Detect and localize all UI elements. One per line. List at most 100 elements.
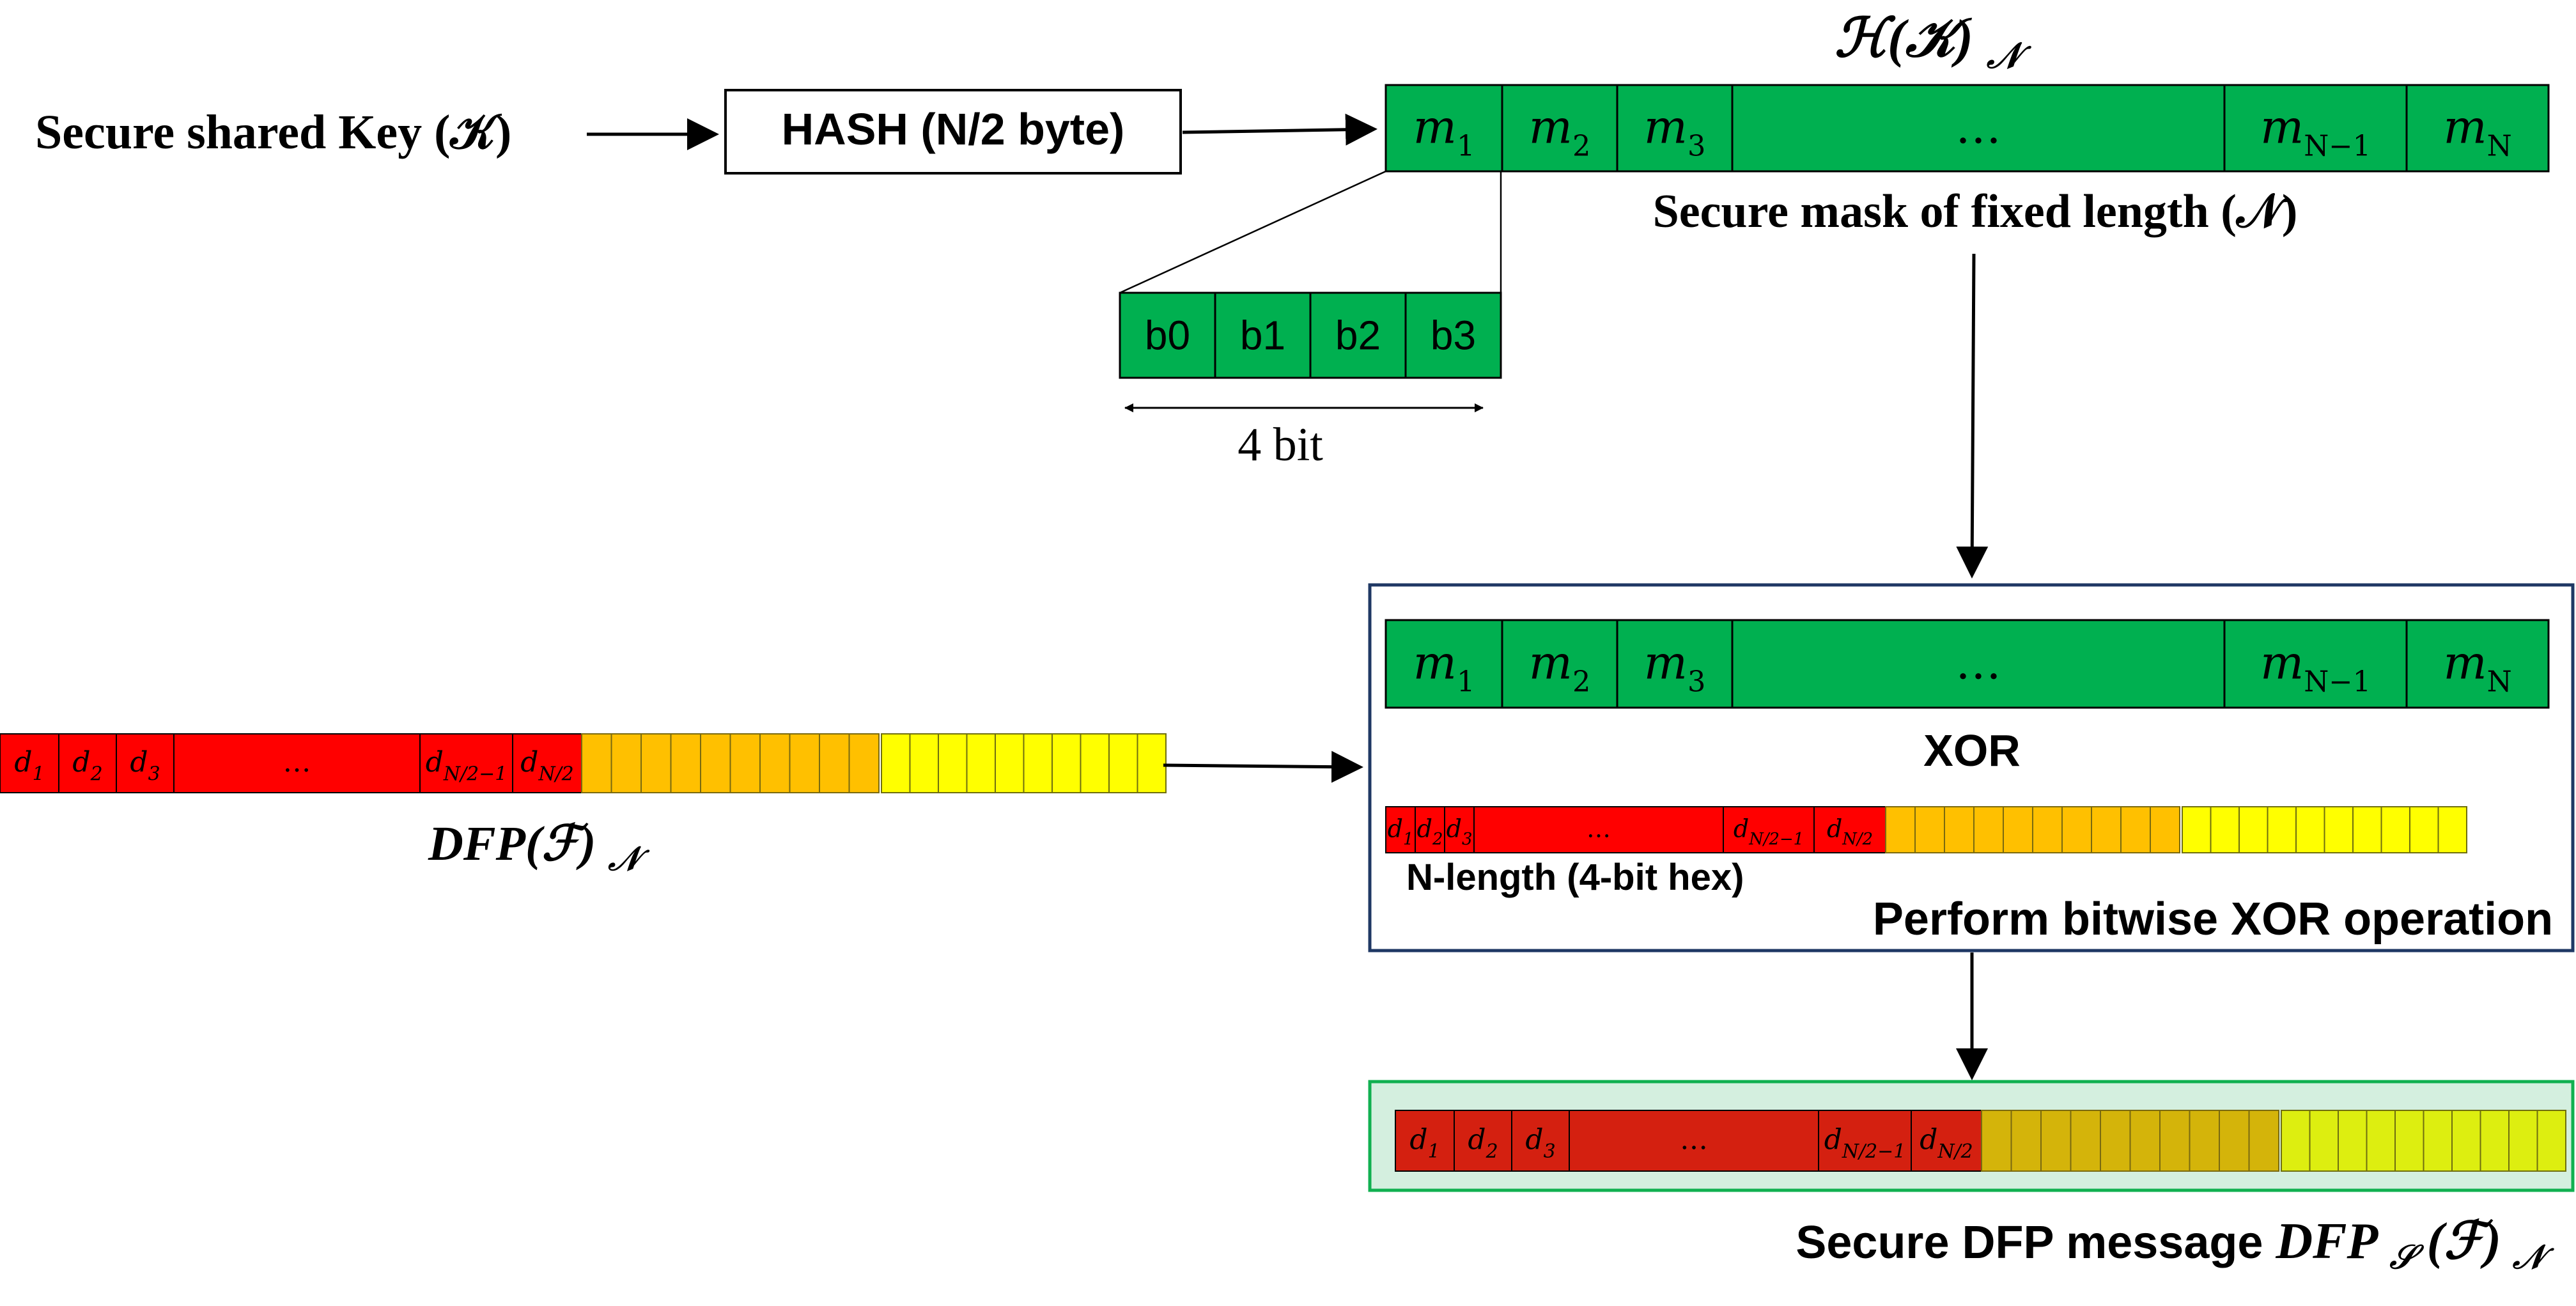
bit-width-label: 4 bit bbox=[1238, 419, 1323, 471]
xor-dfp-cell-sub: 2 bbox=[1432, 830, 1443, 849]
dfp-red-cell-label: d1 bbox=[14, 746, 44, 785]
xor-mask-cell-main: m bbox=[1529, 636, 1572, 690]
secure-dfp-yellow-cell bbox=[2536, 1110, 2566, 1172]
secure-caption-sub-n: 𝒩 bbox=[2512, 1240, 2555, 1276]
secure-dfp-orange-cell bbox=[2100, 1110, 2131, 1172]
dfp-red-cell-label: … bbox=[283, 746, 311, 779]
xor-mask-cell-label: mN−1 bbox=[2260, 636, 2371, 699]
dfp-cell-main: d bbox=[130, 746, 148, 779]
mask-cell bbox=[2223, 84, 2408, 173]
xor-dfp-orange-cell bbox=[2061, 806, 2092, 853]
xor-dfp-yellow-cell bbox=[2437, 806, 2467, 853]
xor-mask-cell-sub: 2 bbox=[1572, 665, 1590, 699]
secure-dfp-red-cell bbox=[1511, 1110, 1570, 1172]
xor-dfp-cell-main: d bbox=[1417, 814, 1432, 843]
dfp-cell-sub: 2 bbox=[90, 763, 103, 785]
mask-cell-label: mN−1 bbox=[2260, 100, 2371, 163]
secure-dfp-cell-sub: 1 bbox=[1428, 1140, 1440, 1163]
xor-dfp-cell-main: d bbox=[1388, 814, 1403, 843]
secure-dfp-red-cell-label: dN/2 bbox=[1920, 1124, 1973, 1163]
xor-mask-cell bbox=[1501, 619, 1618, 709]
mask-cell bbox=[1385, 84, 1503, 173]
dfp-yellow-cell bbox=[1137, 733, 1167, 793]
secure-dfp-red-cell-label: dN/2−1 bbox=[1824, 1124, 1906, 1163]
secure-dfp-orange-cell bbox=[2129, 1110, 2161, 1172]
xor-dfp-yellow-cell bbox=[2295, 806, 2325, 853]
dfp-red-cell bbox=[116, 733, 175, 793]
dfp-orange-cell bbox=[729, 733, 761, 793]
secure-dfp-red-cell bbox=[1569, 1110, 1819, 1172]
bit-cell-label: b1 bbox=[1240, 313, 1285, 359]
xor-dfp-yellow-cell bbox=[2182, 806, 2212, 853]
dfp-yellow-cell bbox=[909, 733, 939, 793]
dfp-cell-main: d bbox=[520, 746, 538, 779]
dfp-red-cell-label: d3 bbox=[130, 746, 160, 785]
secure-dfp-cell-main: … bbox=[1680, 1124, 1708, 1156]
bit-cell-label: b3 bbox=[1431, 313, 1476, 359]
secure-dfp-yellow-cell bbox=[2309, 1110, 2339, 1172]
dfp-yellow-cell bbox=[1023, 733, 1053, 793]
zoom-line-left bbox=[1119, 170, 1386, 294]
xor-dfp-cell-main: d bbox=[1734, 814, 1749, 843]
mask-title-main: ℋ(𝒦) bbox=[1835, 9, 1973, 68]
xor-dfp-cell-sub: 1 bbox=[1403, 830, 1413, 849]
dfp-orange-cell bbox=[789, 733, 820, 793]
secure-dfp-red-cell bbox=[1911, 1110, 1982, 1172]
secure-dfp-orange-cell bbox=[2159, 1110, 2191, 1172]
secure-dfp-red-cell-label: … bbox=[1680, 1124, 1708, 1156]
secure-shared-key-label: Secure shared Key (𝒦) bbox=[35, 105, 511, 159]
mask-cell-main: m bbox=[1644, 100, 1688, 154]
xor-dfp-yellow-cell bbox=[2210, 806, 2240, 853]
secure-dfp-orange-cell bbox=[2070, 1110, 2101, 1172]
xor-dfp-orange-cell bbox=[1885, 806, 1916, 853]
secure-dfp-cell-main: d bbox=[1824, 1124, 1842, 1156]
secure-dfp-cell-sub: 3 bbox=[1544, 1140, 1556, 1163]
xor-mask-cell-sub: N bbox=[2487, 665, 2512, 699]
dfp-orange-cell bbox=[848, 733, 880, 793]
secure-caption: Secure DFP message DFP 𝒮 (ℱ) 𝒩 bbox=[1796, 1213, 2555, 1279]
hash-to-mask-arrow bbox=[1182, 113, 1377, 146]
dfp-cell-main: d bbox=[72, 746, 90, 779]
xor-dfp-red-cell bbox=[1813, 806, 1886, 853]
dfp-yellow-cell bbox=[1051, 733, 1082, 793]
mask-cell bbox=[1731, 84, 2226, 173]
xor-dfp-cell-main: d bbox=[1447, 814, 1462, 843]
dfp-orange-cell bbox=[759, 733, 791, 793]
secure-dfp-cell-sub: N/2 bbox=[1937, 1140, 1973, 1163]
xor-dfp-yellow-cell bbox=[2352, 806, 2382, 853]
mask-title: ℋ(𝒦) 𝒩 bbox=[1835, 9, 2032, 76]
xor-dfp-cell-sub: N/2 bbox=[1842, 830, 1873, 849]
xor-dfp-red-cell-label: d1 bbox=[1388, 814, 1414, 848]
secure-dfp-orange-cell bbox=[2040, 1110, 2072, 1172]
dfp-orange-cell bbox=[610, 733, 642, 793]
secure-dfp-red-cell bbox=[1454, 1110, 1512, 1172]
mask-cell-main: … bbox=[1955, 100, 2001, 154]
secure-dfp-cell-main: d bbox=[1525, 1124, 1543, 1156]
xor-dfp-yellow-cell bbox=[2409, 806, 2439, 853]
dfp-label-sub: 𝒩 bbox=[607, 841, 650, 878]
secure-dfp-cell-main: d bbox=[1920, 1124, 1937, 1156]
secure-dfp-cell-main: d bbox=[1468, 1124, 1486, 1156]
dfp-red-cell bbox=[512, 733, 582, 793]
dfp-cell-sub: 3 bbox=[148, 763, 160, 785]
mask-cell-label: m2 bbox=[1529, 100, 1591, 163]
mask-cell-main: m bbox=[1529, 100, 1572, 154]
dfp-cell-main: d bbox=[14, 746, 32, 779]
secure-dfp-red-cell bbox=[1395, 1110, 1455, 1172]
xor-dfp-cell-sub: 3 bbox=[1462, 830, 1472, 849]
xor-dfp-red-cell-label: d2 bbox=[1417, 814, 1443, 848]
dfp-red-cell bbox=[419, 733, 513, 793]
xor-mask-cell-sub: 1 bbox=[1457, 665, 1475, 699]
secure-dfp-cell-sub: N/2−1 bbox=[1842, 1140, 1905, 1163]
dfp-to-xor-arrow bbox=[1163, 750, 1363, 783]
dfp-orange-cell bbox=[640, 733, 672, 793]
dfp-yellow-cell bbox=[995, 733, 1025, 793]
dfp-orange-cell bbox=[700, 733, 731, 793]
secure-dfp-yellow-cell bbox=[2394, 1110, 2425, 1172]
secure-dfp-orange-cell bbox=[1981, 1110, 2012, 1172]
xor-dfp-red-cell bbox=[1385, 806, 1416, 853]
xor-dfp-orange-cell bbox=[2120, 806, 2151, 853]
xor-dfp-red-cell bbox=[1723, 806, 1815, 853]
